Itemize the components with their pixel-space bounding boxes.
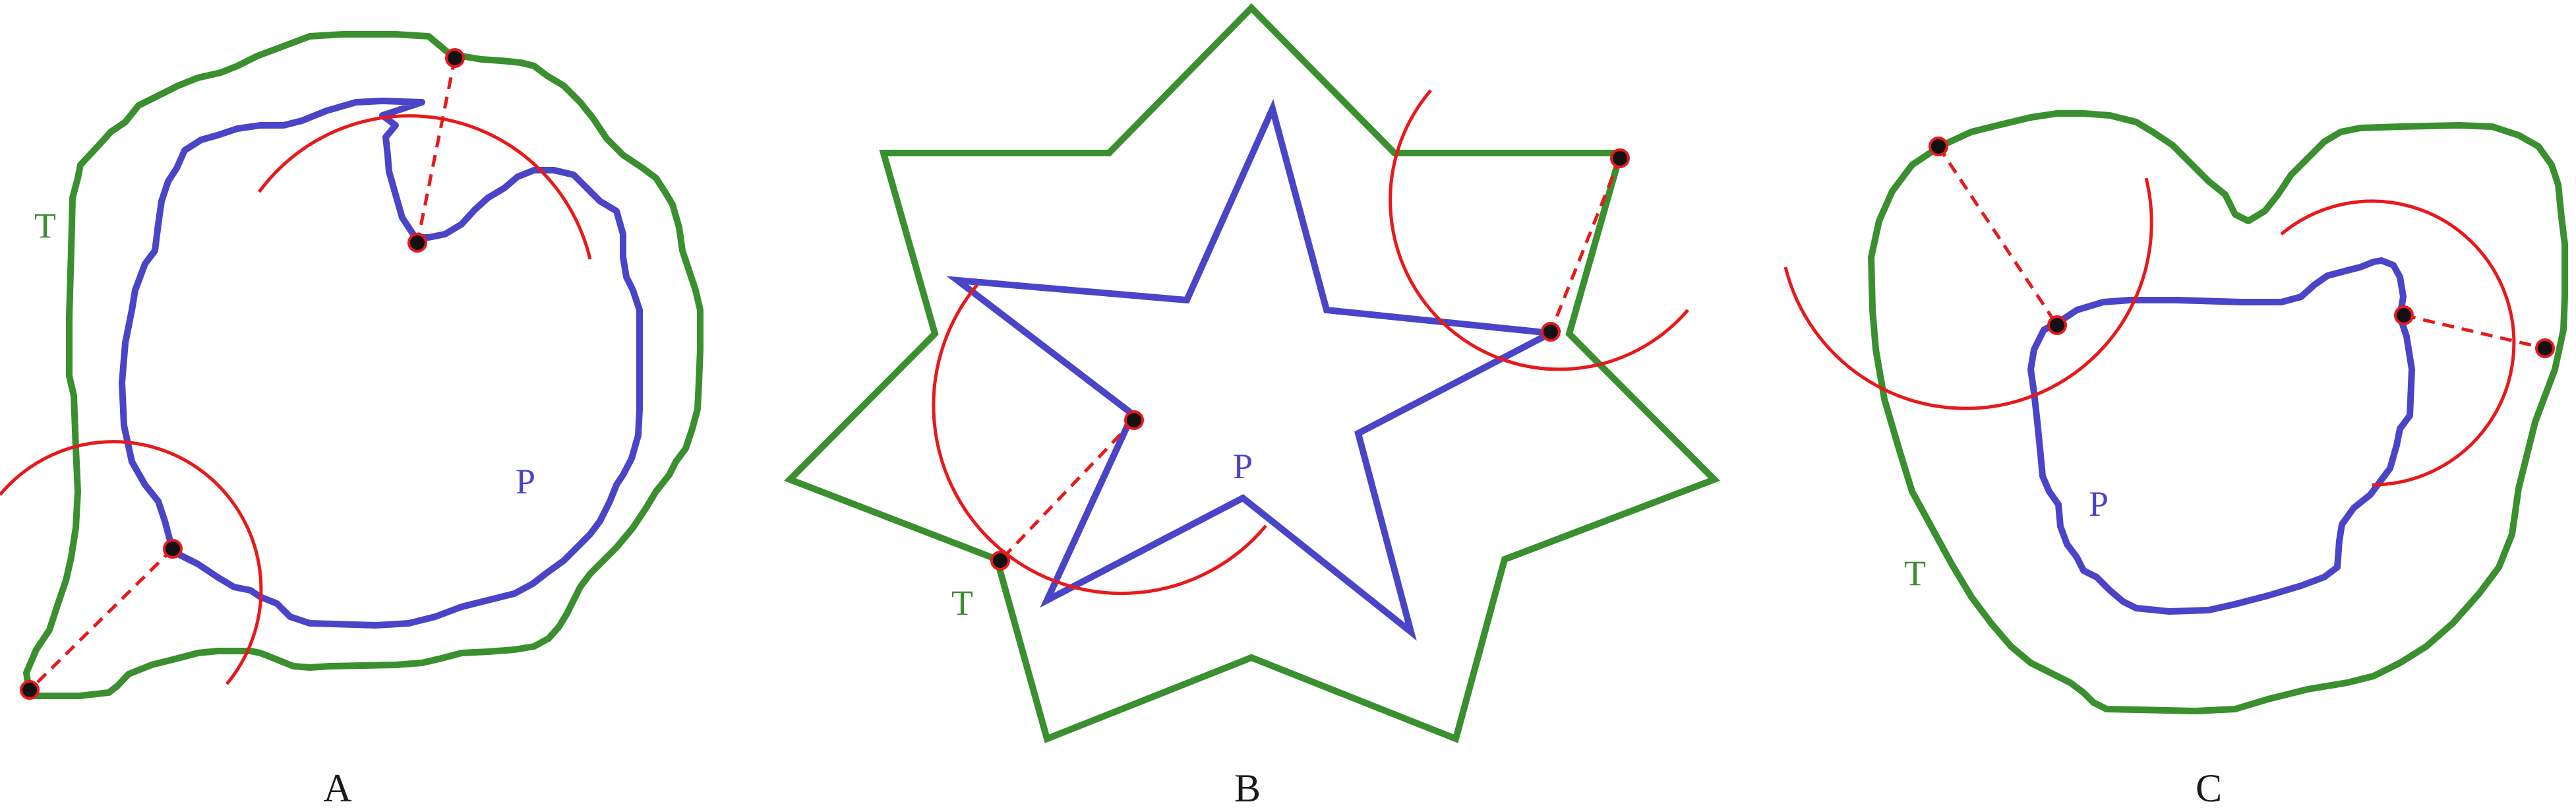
panel-a-caption: A [323,766,351,808]
panel-b-polygon-point-right [1541,322,1561,342]
panel-a: T P A [0,31,704,808]
panel-b-caption: B [1234,766,1261,808]
panel-a-target-label: T [34,206,56,245]
panel-a-target-point-top [445,48,465,68]
panel-c-left-arc [1783,177,2153,410]
panel-c-polygon-label: P [2089,484,2109,524]
panel-b-left-arc [932,284,1267,596]
panel-a-polygon-label: P [516,462,535,501]
panel-a-bottom-arc [0,440,263,685]
panel-a-polygon-point-bottom [163,539,183,559]
panel-b-target-point-right [1610,148,1630,168]
panel-c-right-connector [2403,313,2546,350]
panel-c-target-point-left [1929,137,1948,156]
panel-a-target-point-bottom [20,680,40,700]
panel-c-target-point-right [2535,338,2555,358]
panel-b-target-outline [784,3,1720,743]
panel-b-polygon-point-left [1124,410,1144,430]
panel-b-target-point-left [990,551,1010,571]
panel-b-right-arc [1389,89,1689,371]
panel-c: T P C [1783,110,2568,808]
panel-b-right-connector [1549,158,1622,332]
panel-c-right-arc [2280,199,2516,487]
panel-a-target-outline [23,31,704,699]
panel-c-polygon-point-right [2394,305,2414,325]
panel-c-target-outline [1868,110,2568,714]
panel-a-polygon-outline [119,98,643,629]
panel-a-top-arc [257,114,592,260]
panel-c-target-label: T [1904,553,1926,593]
panel-c-polygon-outline [2027,257,2415,615]
panel-a-top-connector [415,57,457,243]
panel-c-polygon-point-left [2047,315,2067,335]
panel-b: T P B [784,3,1720,808]
panel-b-polygon-label: P [1233,447,1253,486]
panel-c-left-connector [1936,145,2059,326]
panel-b-left-connector [999,419,1135,562]
panel-b-polygon-outline [946,99,1563,641]
panel-a-bottom-connector [28,547,174,691]
panel-c-caption: C [2196,766,2222,808]
panel-a-polygon-point-top [407,233,427,253]
panel-b-target-label: T [951,583,973,623]
